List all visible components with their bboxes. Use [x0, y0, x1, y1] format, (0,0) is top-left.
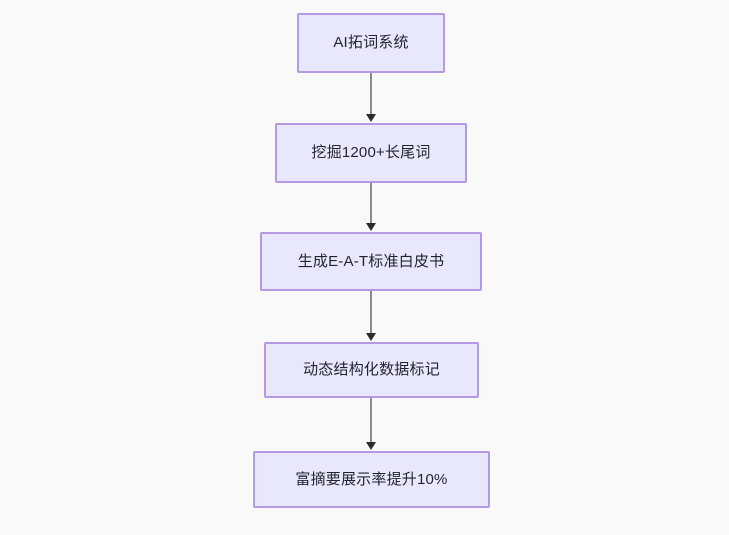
flow-node-label: AI拓词系统	[333, 34, 409, 51]
flow-arrowhead-2	[366, 223, 376, 231]
flow-node-dynamic-structured-data-markup[interactable]: 动态结构化数据标记	[264, 342, 479, 398]
flow-edge-4	[370, 398, 372, 443]
flow-arrowhead-4	[366, 442, 376, 450]
flow-node-label: 富摘要展示率提升10%	[295, 470, 448, 488]
flow-node-label: 挖掘1200+长尾词	[311, 144, 431, 161]
flow-edge-2	[370, 183, 372, 224]
flow-edge-3	[370, 291, 372, 334]
flow-arrowhead-3	[366, 333, 376, 341]
flow-edge-1	[370, 73, 372, 115]
flow-arrowhead-1	[366, 114, 376, 122]
flow-node-rich-snippet-rate-increase[interactable]: 富摘要展示率提升10%	[253, 451, 490, 508]
flow-node-ai-keyword-system[interactable]: AI拓词系统	[297, 13, 445, 73]
flow-node-generate-eat-whitepaper[interactable]: 生成E-A-T标准白皮书	[260, 232, 482, 291]
flow-node-label: 动态结构化数据标记	[303, 361, 440, 378]
flow-node-mine-longtail-keywords[interactable]: 挖掘1200+长尾词	[275, 123, 467, 183]
flow-node-label: 生成E-A-T标准白皮书	[297, 252, 445, 270]
